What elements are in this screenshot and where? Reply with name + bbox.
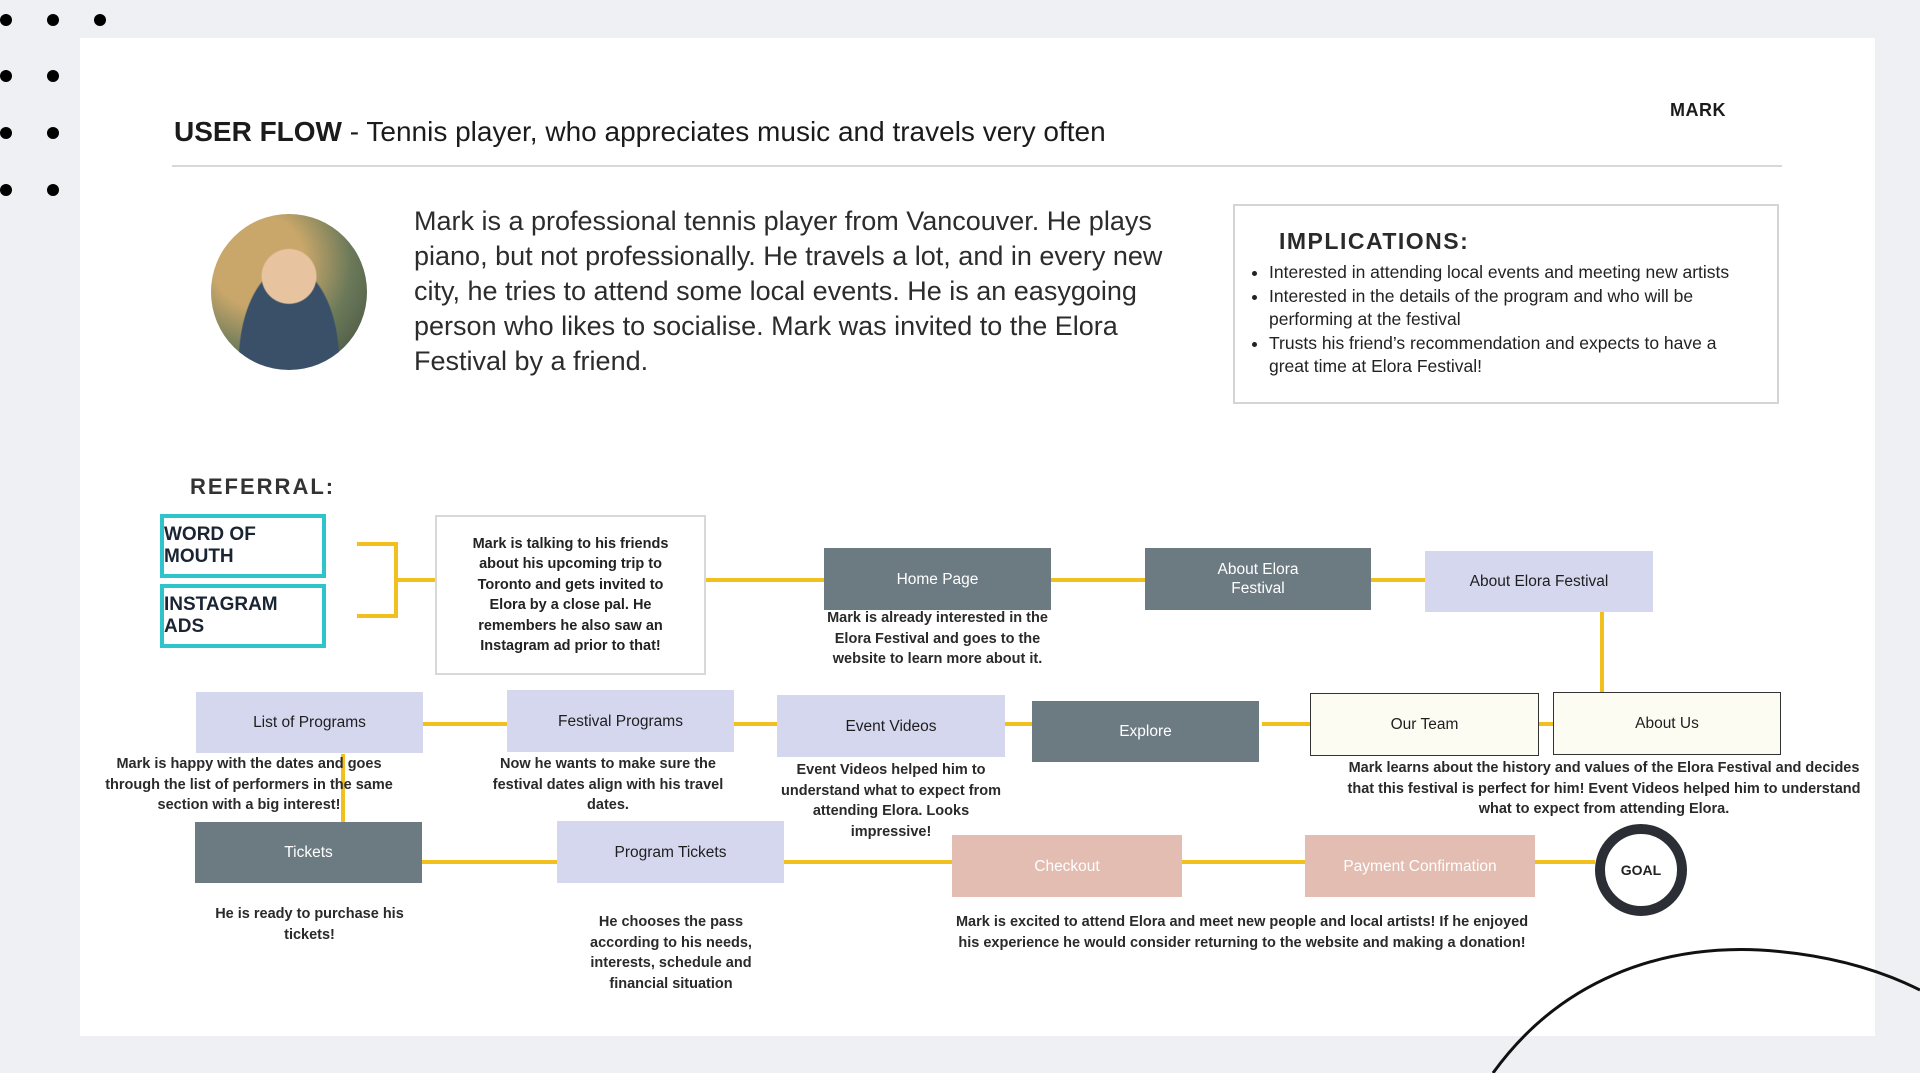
node-explore: Explore: [1032, 701, 1259, 762]
note-program-tickets: He chooses the pass according to his nee…: [590, 914, 752, 992]
node-about-elora-festival: About Elora Festival: [1425, 551, 1653, 612]
note-home-page: Mark is already interested in the Elora …: [827, 610, 1048, 667]
node-our-team: Our Team: [1310, 693, 1539, 756]
node-festival-programs: Festival Programs: [507, 690, 734, 752]
implications-box: IMPLICATIONS: Interested in attending lo…: [1233, 204, 1779, 404]
goal-circle: GOAL: [1595, 824, 1687, 916]
implication-item: Interested in attending local events and…: [1269, 261, 1757, 285]
note-event-videos: Event Videos helped him to understand wh…: [781, 762, 1001, 840]
note-festival-programs: Now he wants to make sure the festival d…: [492, 756, 724, 813]
note-list-of-programs: Mark is happy with the dates and goes th…: [105, 756, 393, 813]
node-about-elora-festival-dark: About Elora Festival: [1145, 548, 1371, 610]
implication-item: Trusts his friend’s recommendation and e…: [1269, 332, 1757, 379]
node-payment-confirmation: Payment Confirmation: [1305, 835, 1535, 897]
header-divider: [172, 165, 1782, 167]
node-program-tickets: Program Tickets: [557, 821, 784, 883]
note-tickets: He is ready to purchase his tickets!: [215, 906, 404, 943]
referral-label: REFERRAL:: [190, 474, 336, 499]
note-about-us: Mark learns about the history and values…: [1347, 760, 1861, 817]
page-title: USER FLOW - Tennis player, who appreciat…: [174, 116, 1106, 147]
node-tickets: Tickets: [195, 822, 422, 883]
note-checkout: Mark is excited to attend Elora and meet…: [955, 914, 1529, 951]
referral-story-box: Mark is talking to his friends about his…: [435, 515, 706, 675]
implications-heading: IMPLICATIONS:: [1279, 228, 1470, 254]
persona-bio: Mark is a professional tennis player fro…: [414, 206, 1163, 376]
persona-name-tag: MARK: [1670, 100, 1726, 120]
referral-instagram-ads: INSTAGRAM ADS: [160, 584, 326, 648]
node-about-us: About Us: [1553, 692, 1781, 755]
node-event-videos: Event Videos: [777, 695, 1005, 757]
node-home-page: Home Page: [824, 548, 1051, 610]
node-list-of-programs: List of Programs: [196, 692, 423, 753]
node-checkout: Checkout: [952, 835, 1182, 897]
implication-item: Interested in the details of the program…: [1269, 285, 1757, 332]
implications-list: Interested in attending local events and…: [1251, 261, 1757, 379]
persona-avatar: [211, 214, 367, 370]
referral-word-of-mouth: WORD OF MOUTH: [160, 514, 326, 578]
